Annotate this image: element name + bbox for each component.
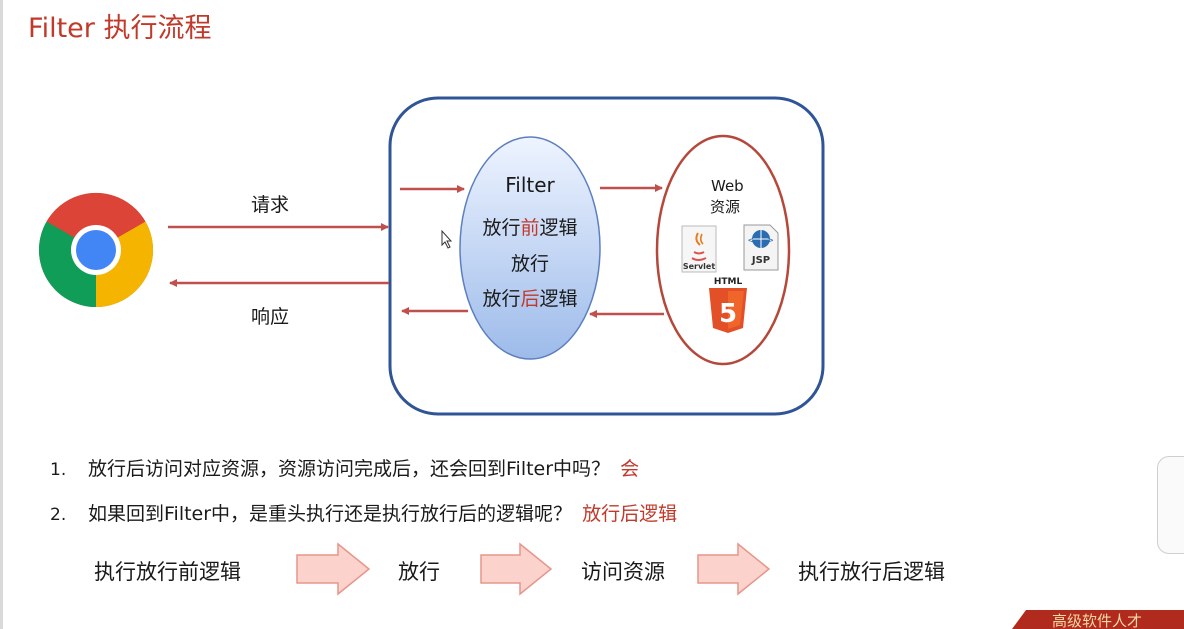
- side-scroll-tab[interactable]: [1157, 456, 1184, 554]
- chrome-icon: [38, 192, 154, 308]
- question-1-number: 1.: [50, 460, 67, 480]
- jsp-label: JSP: [751, 255, 770, 266]
- request-label: 请求: [251, 194, 290, 216]
- html-label: HTML: [714, 277, 743, 287]
- page-title: Filter 执行流程: [28, 13, 212, 44]
- web-resource-ellipse: [655, 134, 791, 366]
- question-2-text: 如果回到Filter中，是重头执行还是执行放行后的逻辑呢？: [88, 503, 573, 525]
- java-servlet-icon: Servlet: [681, 225, 717, 273]
- filter-line-3-post: 逻辑: [539, 288, 578, 310]
- flow-arrow-3: [697, 542, 771, 596]
- response-label: 响应: [251, 306, 290, 328]
- servlet-label: Servlet: [683, 262, 716, 271]
- question-1-text: 放行后访问对应资源，资源访问完成后，还会回到Filter中吗？: [88, 458, 611, 480]
- flow-step-3: 访问资源: [581, 560, 665, 584]
- flow-step-4: 执行放行后逻辑: [798, 560, 945, 584]
- question-1: 1. 放行后访问对应资源，资源访问完成后，还会回到Filter中吗？ 会: [50, 454, 639, 481]
- filter-title: Filter: [505, 173, 555, 197]
- filter-line-1-red: 前: [520, 217, 540, 239]
- question-1-answer: 会: [620, 458, 640, 480]
- filter-line-1-pre: 放行: [482, 217, 521, 239]
- question-2-number: 2.: [50, 505, 67, 525]
- filter-line-1-post: 逻辑: [539, 217, 578, 239]
- left-edge-line: [0, 0, 3, 629]
- html5-icon: HTML 5: [709, 277, 747, 333]
- filter-line-1: 放行前逻辑: [460, 213, 600, 240]
- filter-line-3-pre: 放行: [482, 288, 521, 310]
- flow-step-1: 执行放行前逻辑: [94, 560, 241, 584]
- question-2: 2. 如果回到Filter中，是重头执行还是执行放行后的逻辑呢？ 放行后逻辑: [50, 499, 677, 526]
- svg-text:<: <: [748, 236, 754, 246]
- brand-banner: 高级软件人才: [1012, 610, 1184, 629]
- web-resource-title-line1: Web: [711, 177, 744, 195]
- server-container: [388, 96, 825, 416]
- filter-line-2: 放行: [510, 253, 549, 275]
- jsp-icon: < > JSP: [743, 224, 779, 271]
- svg-text:>: >: [768, 236, 774, 246]
- web-resource-title-line2: 资源: [710, 198, 741, 216]
- mouse-cursor-icon: [441, 229, 453, 249]
- filter-ellipse: [459, 136, 601, 360]
- filter-line-3: 放行后逻辑: [460, 284, 600, 311]
- flow-step-2: 放行: [398, 560, 440, 584]
- flow-arrow-1: [296, 542, 371, 596]
- flow-arrow-2: [480, 542, 553, 596]
- filter-line-3-red: 后: [520, 288, 540, 310]
- html5-glyph: 5: [719, 299, 737, 329]
- question-2-answer: 放行后逻辑: [582, 503, 678, 525]
